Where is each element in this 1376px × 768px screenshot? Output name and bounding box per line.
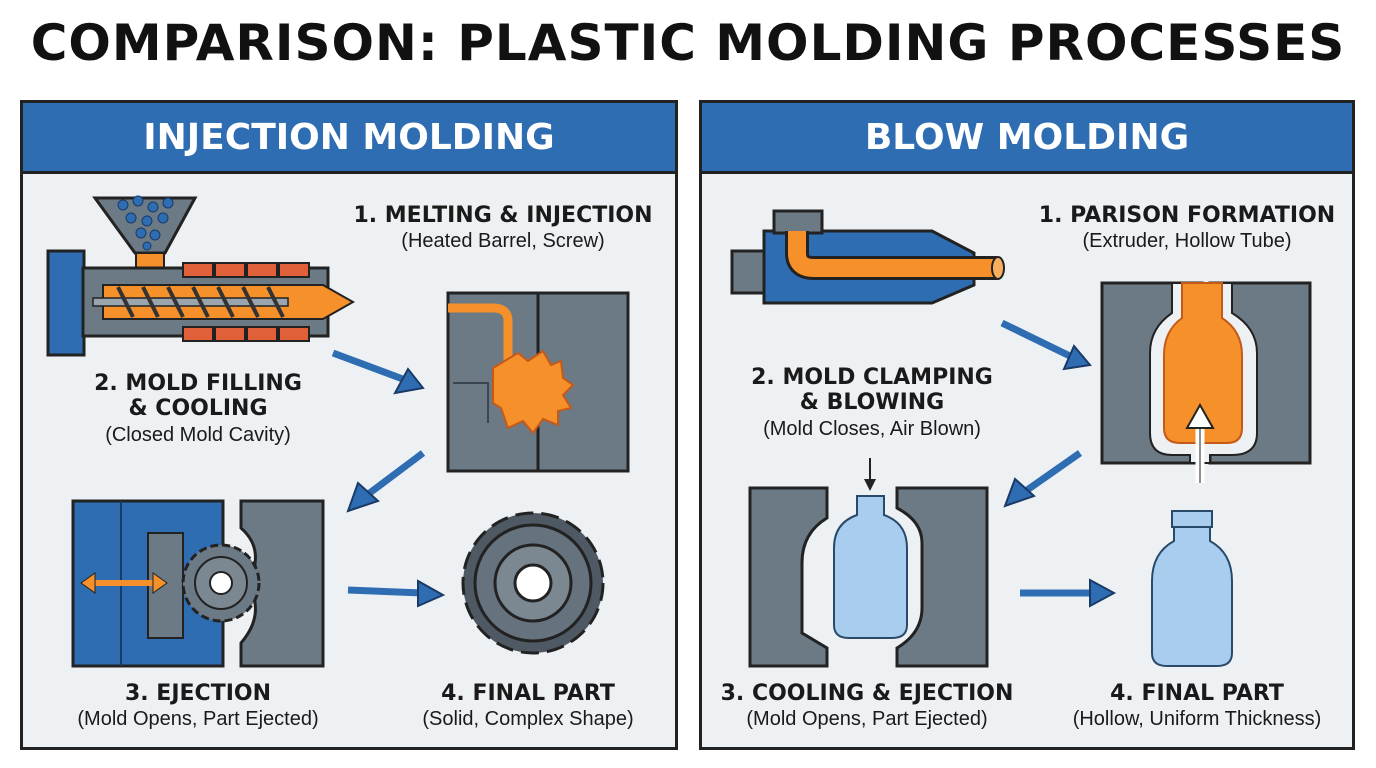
injection-step-4: 4. FINAL PART (Solid, Complex Shape) bbox=[422, 681, 634, 731]
open-mold-ejection-icon bbox=[71, 499, 325, 668]
blow-step-2: 2. MOLD CLAMPING & BLOWING (Mold Closes,… bbox=[751, 365, 993, 440]
arrow-step2-to-step3 bbox=[346, 450, 426, 513]
injection-molding-panel: INJECTION MOLDING bbox=[20, 100, 678, 750]
extruder-icon bbox=[730, 209, 1005, 305]
injection-molding-header: INJECTION MOLDING bbox=[23, 103, 675, 174]
arrow-step1-to-step2 bbox=[331, 349, 425, 395]
injection-barrel-icon bbox=[46, 195, 356, 357]
page-title: COMPARISON: PLASTIC MOLDING PROCESSES bbox=[30, 14, 1346, 72]
blow-molding-illustration bbox=[730, 209, 1312, 668]
arrow-step1-to-step2 bbox=[1000, 319, 1092, 371]
blow-step-1: 1. PARISON FORMATION (Extruder, Hollow T… bbox=[1038, 203, 1336, 253]
blow-step-4: 4. FINAL PART (Hollow, Uniform Thickness… bbox=[1072, 681, 1322, 731]
flow-arrows bbox=[1000, 319, 1117, 608]
injection-step-1: 1. MELTING & INJECTION (Heated Barrel, S… bbox=[353, 203, 653, 253]
injection-step-2: 2. MOLD FILLING & COOLING (Closed Mold C… bbox=[94, 371, 302, 446]
blow-molding-panel: BLOW MOLDING bbox=[699, 100, 1355, 750]
injection-step-3: 3. EJECTION (Mold Opens, Part Ejected) bbox=[77, 681, 319, 731]
final-part-bottle-icon bbox=[1151, 510, 1233, 667]
arrow-step2-to-step3 bbox=[1003, 450, 1083, 508]
closed-mold-icon bbox=[446, 291, 630, 473]
arrow-step3-to-step4 bbox=[347, 579, 446, 608]
blow-molding-header: BLOW MOLDING bbox=[702, 103, 1352, 174]
blow-mold-parison-icon bbox=[1100, 281, 1312, 483]
flow-arrows bbox=[331, 349, 446, 608]
open-mold-bottle-icon bbox=[748, 458, 989, 668]
arrow-step3-to-step4 bbox=[1020, 578, 1117, 608]
blow-step-3: 3. COOLING & EJECTION (Mold Opens, Part … bbox=[720, 681, 1014, 731]
final-part-gear-icon bbox=[461, 511, 605, 655]
injection-molding-illustration bbox=[46, 195, 630, 668]
